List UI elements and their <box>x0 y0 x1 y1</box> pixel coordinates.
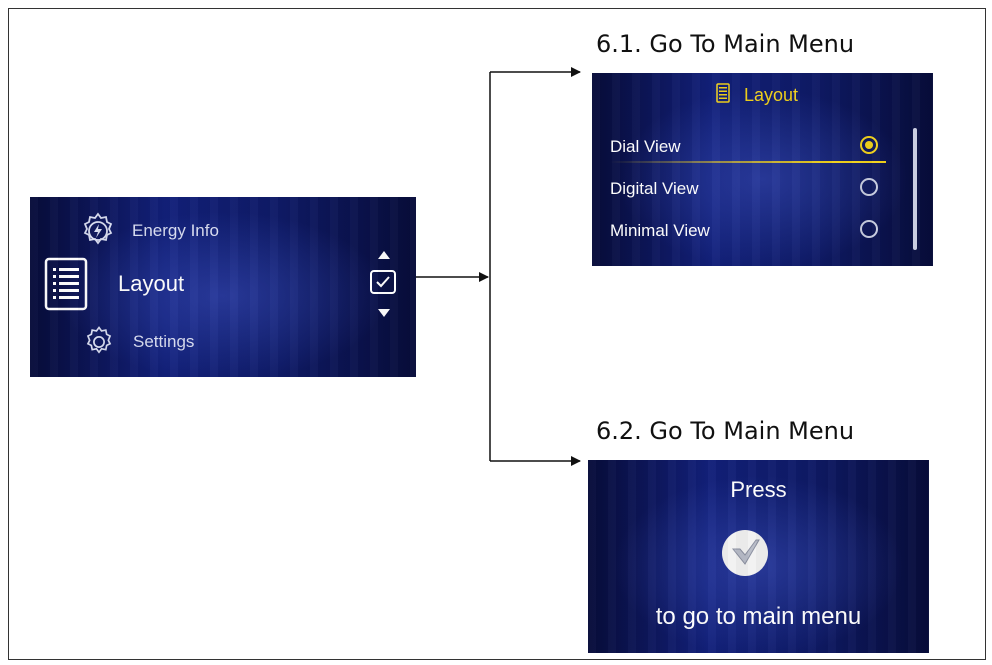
selection-underline <box>610 161 886 163</box>
check-box-icon[interactable] <box>370 270 396 294</box>
menu-item-label: Energy Info <box>132 221 219 240</box>
diagram-frame <box>8 8 986 660</box>
menu-item-energy-info[interactable]: Energy Info <box>78 211 219 251</box>
radio-selected-icon[interactable] <box>860 136 878 154</box>
option-label: Minimal View <box>610 221 710 240</box>
option-minimal-view[interactable]: Minimal View <box>610 219 890 243</box>
radio-empty-icon[interactable] <box>860 220 878 238</box>
option-digital-view[interactable]: Digital View <box>610 177 890 201</box>
energy-gear-icon <box>78 211 118 251</box>
layout-screen-title: Layout <box>716 83 798 108</box>
option-dial-view[interactable]: Dial View <box>610 135 890 163</box>
press-screen: Press to go to main menu <box>588 460 929 653</box>
menu-item-label: Settings <box>133 332 195 351</box>
layout-list-icon <box>716 83 730 108</box>
down-arrow-icon[interactable] <box>378 309 390 317</box>
caption-press-path: 6.2. Go To Main Menu <box>596 417 855 445</box>
press-text: Press <box>730 477 787 502</box>
radio-empty-icon[interactable] <box>860 178 878 196</box>
check-circle-icon <box>722 530 768 576</box>
layout-list-icon <box>44 257 88 311</box>
up-arrow-icon[interactable] <box>378 251 390 259</box>
caption-layout-path: 6.1. Go To Main Menu <box>596 30 855 58</box>
main-menu-instruction: to go to main menu <box>655 603 862 630</box>
layout-title-text: Layout <box>744 85 799 105</box>
gear-icon <box>82 325 116 359</box>
layout-screen: Layout Dial View Digital View Minimal Vi… <box>592 73 933 266</box>
main-menu-screen: Energy Info Layout <box>30 197 416 377</box>
navigation-controls <box>370 251 400 321</box>
menu-item-settings[interactable]: Settings <box>82 325 194 359</box>
menu-item-label: Layout <box>118 271 185 296</box>
menu-item-layout[interactable]: Layout <box>44 257 184 311</box>
scrollbar[interactable] <box>913 128 917 250</box>
option-label: Dial View <box>610 137 681 156</box>
option-label: Digital View <box>610 179 699 198</box>
